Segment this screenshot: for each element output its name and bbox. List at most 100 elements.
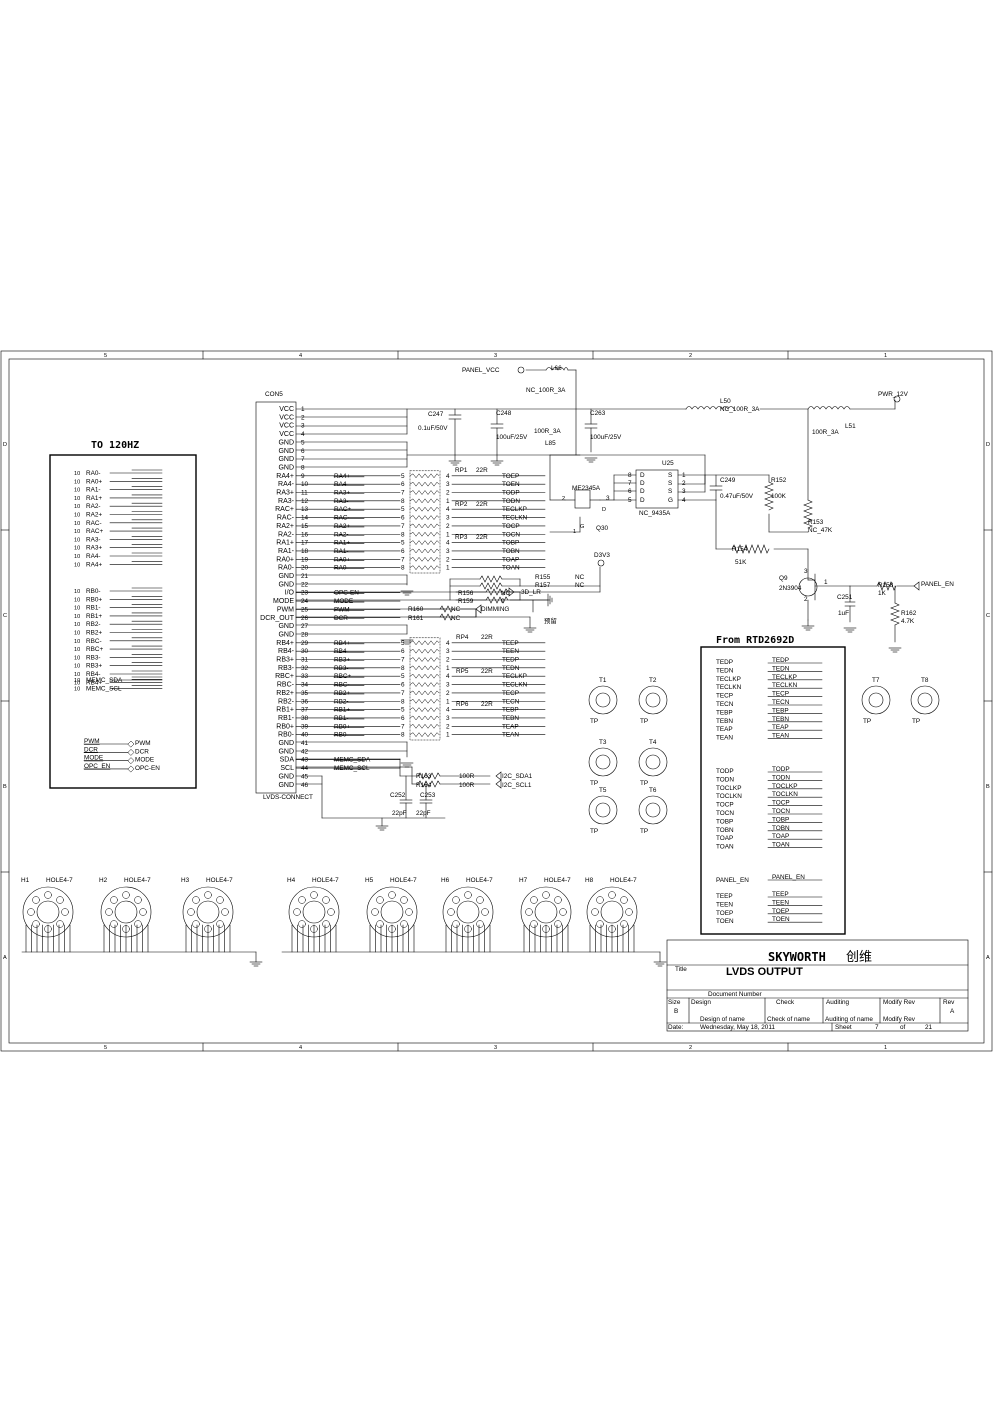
rtd-net-label: TOCP xyxy=(772,800,790,807)
connector-net-label: RA1- xyxy=(334,548,349,555)
to120-net-name: RB0+ xyxy=(86,596,102,603)
connector-pin-number: 15 xyxy=(301,523,309,530)
testpoint-ring xyxy=(861,685,891,715)
rtd-panel-en: PANEL_EN xyxy=(716,877,749,884)
rp-output-net: TEDP xyxy=(502,657,519,664)
connector-pin-name: RB2+ xyxy=(276,690,294,697)
connector-pin-number: 37 xyxy=(301,707,309,714)
connector-pin-number: 29 xyxy=(301,640,309,647)
to120hz-title: TO 120HZ xyxy=(91,440,139,451)
connector-body xyxy=(255,401,297,794)
right-ruler-c: C xyxy=(986,613,990,619)
to120-pin-number: 10 xyxy=(74,672,80,678)
right-ruler-b: B xyxy=(986,784,990,790)
gnd-r162 xyxy=(888,647,902,653)
rtd-net-name: TEDN xyxy=(716,667,734,674)
rp-output-net: TOAN xyxy=(502,565,520,572)
hole-inner xyxy=(196,900,220,924)
resistor-r156 xyxy=(485,588,509,596)
rp-right-pin: 2 xyxy=(446,690,450,697)
rtd-net-label: TEEP xyxy=(772,891,789,898)
to120-pin-number: 10 xyxy=(74,537,80,543)
hole-via xyxy=(32,920,40,928)
rp-resistor xyxy=(409,648,440,654)
hole-via xyxy=(139,908,147,916)
connector-pin-name: DCR_OUT xyxy=(260,615,295,622)
rp-output-net: TECLKN xyxy=(502,515,528,522)
connector-pin-number: 33 xyxy=(301,673,309,680)
resistor-r159 xyxy=(485,596,509,604)
q30-value: ME2345A xyxy=(572,485,601,492)
d3v3-label: D3V3 xyxy=(594,552,610,559)
to120-net-name: RAC+ xyxy=(86,528,103,535)
rtd-net-label: TECP xyxy=(772,691,789,698)
of-label: of xyxy=(900,1024,906,1031)
connector-ref: CON5 xyxy=(265,391,283,398)
rtd-net-name: TEBP xyxy=(716,709,733,716)
left-ruler-b: B xyxy=(3,784,7,790)
hole-via xyxy=(559,908,567,916)
r163-value: 100R xyxy=(459,773,475,780)
rp-left-pin: 7 xyxy=(401,690,405,697)
connector-pin-number: 2 xyxy=(301,414,305,421)
rtd-net-name: TOEP xyxy=(716,910,733,917)
rp-resistor xyxy=(409,556,440,562)
c263-value: 100uF/25V xyxy=(590,434,622,441)
connector-pin-name: RA1+ xyxy=(276,540,294,547)
rtd-net-label: TECLKN xyxy=(772,682,798,689)
c248-ref: C248 xyxy=(496,410,512,417)
hole-via xyxy=(608,891,616,899)
i2c-sda-label: I2C_SDA1 xyxy=(502,773,533,780)
to120-net-name: RA1+ xyxy=(86,495,102,502)
connector-net-label: MEMC_SDA xyxy=(334,757,371,764)
connector-pin-name: VCC xyxy=(279,431,294,438)
connector-net-label: RB0+ xyxy=(334,723,350,730)
connector-pin-name: SCL xyxy=(280,765,294,772)
connector-pin-number: 35 xyxy=(301,690,309,697)
q9-pin3: 3 xyxy=(804,568,808,575)
power-labels: PANEL_VCC L66 NC_100R_3A PWR_12V L50 NC_… xyxy=(390,365,954,817)
resistor-pack-outline xyxy=(409,470,441,574)
r155-ref: R155 xyxy=(535,574,551,581)
rp3-value: 22R xyxy=(476,534,488,541)
to120-net-name: RB1+ xyxy=(86,613,102,620)
u25-pin4: 4 xyxy=(682,497,686,504)
hole-value: HOLE4-7 xyxy=(466,877,493,884)
rtd-net-label: TOAN xyxy=(772,842,790,849)
connector-pin-name: RA4- xyxy=(278,481,295,488)
connector-net-label: RB1+ xyxy=(334,707,350,714)
gnd-con-28 xyxy=(400,639,414,645)
testpoint-pad xyxy=(595,754,611,770)
bottom-ruler-1: 1 xyxy=(884,1045,887,1051)
l66-value: NC_100R_3A xyxy=(526,387,566,394)
testpoint-ref: T3 xyxy=(599,739,607,746)
rp-right-pin: 3 xyxy=(446,648,450,655)
rp-right-pin: 1 xyxy=(446,665,450,672)
r160-value: NC xyxy=(451,606,461,613)
u25-pin1: 1 xyxy=(682,472,686,479)
hole-via xyxy=(530,896,538,904)
hole-inner xyxy=(114,900,138,924)
c253-ref: C253 xyxy=(420,792,436,799)
rtd-net-name: TEAP xyxy=(716,726,733,733)
auditing-label: Auditing xyxy=(826,999,850,1006)
r157-ref: R157 xyxy=(535,582,551,589)
connector-pin-name: GND xyxy=(278,748,294,755)
r159-ref: R159 xyxy=(458,598,474,605)
testpoint-label: TP xyxy=(590,718,598,725)
top-ruler-1: 1 xyxy=(884,353,887,359)
q30-pin3: 3 xyxy=(606,495,610,502)
c249-value: 0.47uF/50V xyxy=(720,493,754,500)
left-ruler-a: A xyxy=(3,955,7,961)
testpoint-label: TP xyxy=(863,718,871,725)
to120-net-name: RB4+ xyxy=(86,679,102,686)
connector-pin-name: RA2- xyxy=(278,531,295,538)
resistor-r160 xyxy=(439,605,454,613)
connector-net-label: DCR xyxy=(334,615,348,622)
rtd-net-name: TECP xyxy=(716,693,733,700)
connector-net-label: RB3- xyxy=(334,665,349,672)
rp-resistor xyxy=(409,715,440,721)
design-label: Design xyxy=(691,999,711,1006)
